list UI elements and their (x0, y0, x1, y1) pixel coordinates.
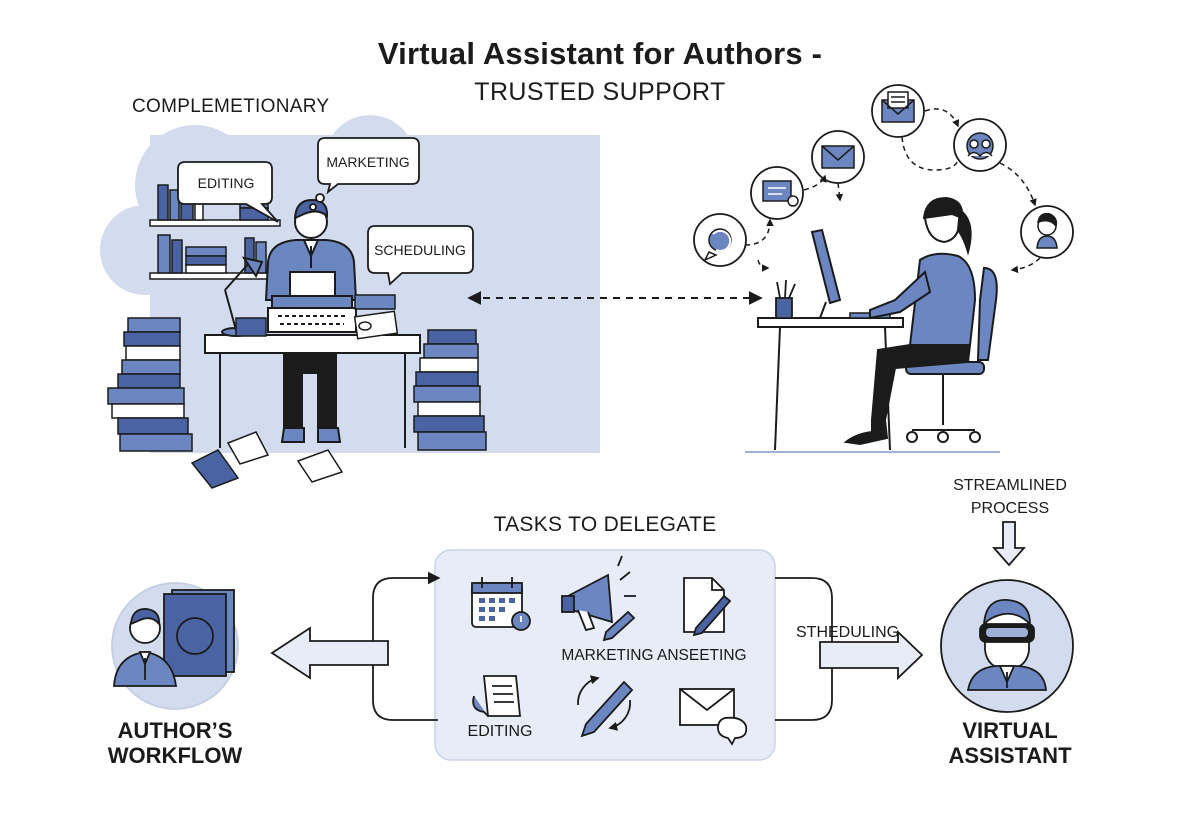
desk (204, 334, 421, 448)
office-chair (905, 266, 998, 443)
down-arrow-icon (992, 521, 1026, 567)
author-figure (264, 198, 358, 443)
assistant-scene (693, 84, 1074, 453)
book-stack-right (413, 329, 487, 451)
speech-bubbles (177, 137, 474, 286)
book-stack-left (107, 317, 193, 452)
author-book-icon (111, 582, 239, 710)
streamlined-label: STREAMLINED PROCESS (953, 477, 1067, 518)
marketing-label: MARKETING ANSEETING (561, 647, 747, 664)
assistant-figure (843, 196, 977, 446)
virtual-assistant-caption: VIRTUAL ASSISTANT (948, 718, 1072, 769)
scheduling-arrow-label: STHEDULING (796, 624, 900, 641)
scroll-icon (472, 675, 521, 717)
author-workflow-caption: AUTHOR’S WORKFLOW (107, 718, 243, 769)
pen-icon (577, 675, 634, 738)
megaphone-icon (561, 555, 636, 642)
page-subtitle: TRUSTED SUPPORT (474, 78, 726, 106)
document-pen-icon (683, 577, 732, 637)
mail-chat-icon (679, 688, 748, 746)
left-arrow-icon (270, 626, 389, 680)
scene-heading: COMPLEMETIONARY (132, 96, 330, 117)
page-title: Virtual Assistant for Authors - (377, 36, 823, 71)
bubble-scheduling: SCHEDULING (374, 242, 466, 258)
vr-assistant-icon (940, 579, 1074, 713)
monitor (805, 228, 842, 319)
bubble-marketing: MARKETING (326, 154, 410, 170)
editing-label: EDITING (467, 723, 533, 740)
assistant-desk (745, 317, 1000, 453)
delegate-heading: TASKS TO DELEGATE (493, 513, 717, 536)
right-arrow-icon (819, 629, 924, 681)
task-icons (471, 555, 748, 746)
calendar-icon (471, 577, 531, 631)
bubble-editing: EDITING (197, 175, 255, 191)
